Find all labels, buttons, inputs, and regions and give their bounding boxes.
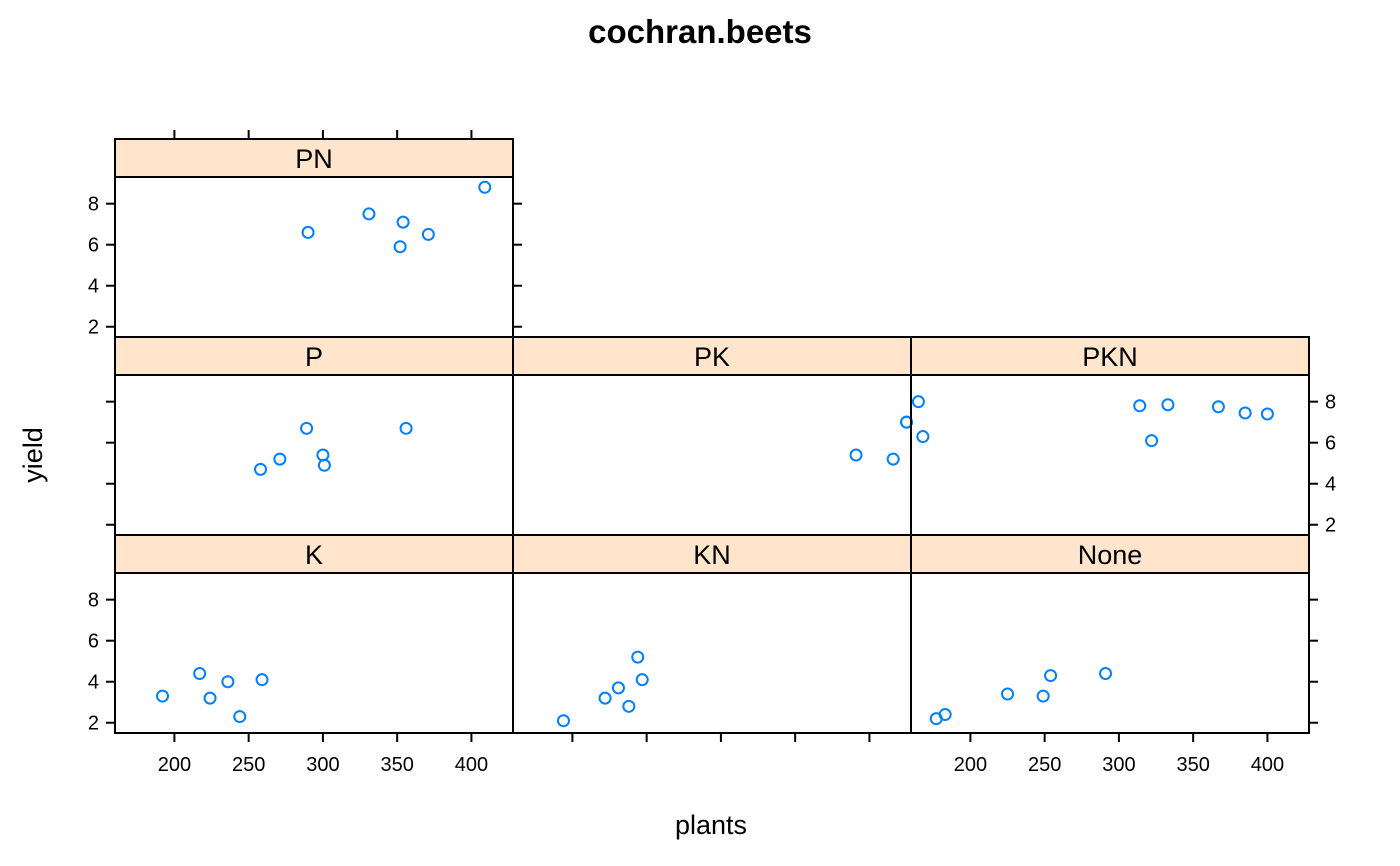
x-tick-label: 300 (1102, 754, 1135, 776)
strip-background (114, 138, 514, 178)
x-tick-label: 350 (380, 754, 413, 776)
strip-label: K (305, 540, 323, 570)
x-tick-label: 250 (1028, 754, 1061, 776)
data-point (399, 421, 413, 435)
y-tick-label: 2 (88, 713, 99, 735)
y-tick-label: 6 (88, 631, 99, 653)
data-point (233, 710, 247, 724)
data-point (156, 689, 170, 703)
data-point (301, 225, 315, 239)
data-point (911, 395, 925, 409)
x-tick-label: 300 (306, 754, 339, 776)
data-point (1161, 398, 1175, 412)
y-tick-label: 8 (88, 194, 99, 216)
chart-title: cochran.beets (588, 13, 812, 50)
data-point (886, 452, 900, 466)
panel-frame (114, 572, 514, 734)
panel-frame (910, 572, 1310, 734)
y-tick-label: 4 (88, 672, 99, 694)
strip-label: P (305, 342, 323, 372)
data-point (273, 452, 287, 466)
data-point (254, 462, 268, 476)
axes-group: 2 4 6 8 2 4 6 8 2 4 6 8 200 250 300 350 400 200 250 300 350 4… (88, 130, 1336, 776)
data-point (421, 227, 435, 241)
data-point (193, 667, 207, 681)
data-point (849, 448, 863, 462)
data-point (635, 673, 649, 687)
data-point (203, 691, 217, 705)
panel-frame (910, 374, 1310, 536)
strip-background (910, 534, 1310, 574)
x-tick-label: 250 (232, 754, 265, 776)
x-tick-label: 400 (455, 754, 488, 776)
data-point (1001, 687, 1015, 701)
data-point (556, 714, 570, 728)
data-point (1145, 434, 1159, 448)
data-point (221, 675, 235, 689)
data-point (300, 421, 314, 435)
data-point (362, 207, 376, 221)
x-axis-label: plants (675, 810, 747, 840)
y-tick-label: 6 (1325, 433, 1336, 455)
strip-background (114, 336, 514, 376)
data-point (255, 673, 269, 687)
data-point (393, 240, 407, 254)
y-tick-label: 4 (1325, 474, 1336, 496)
data-point (1211, 400, 1225, 414)
data-point (396, 215, 410, 229)
data-point (900, 415, 914, 429)
data-point (1133, 399, 1147, 413)
data-point (1036, 689, 1050, 703)
panel-frame (512, 572, 912, 734)
data-point (622, 699, 636, 713)
strip-label: PK (694, 342, 730, 372)
data-point (478, 180, 492, 194)
strip-label: PKN (1082, 342, 1138, 372)
y-tick-label: 2 (1325, 515, 1336, 537)
data-point (611, 681, 625, 695)
data-point (317, 458, 331, 472)
data-point (938, 708, 952, 722)
x-tick-label: 200 (954, 754, 987, 776)
x-tick-label: 200 (158, 754, 191, 776)
strip-label: None (1078, 540, 1143, 570)
y-tick-label: 8 (88, 590, 99, 612)
data-point (1099, 667, 1113, 681)
data-point (916, 430, 930, 444)
strip-background (910, 336, 1310, 376)
data-point (1260, 407, 1274, 421)
y-tick-label: 6 (88, 235, 99, 257)
y-tick-label: 8 (1325, 392, 1336, 414)
y-tick-label: 2 (88, 317, 99, 339)
x-tick-label: 350 (1176, 754, 1209, 776)
y-tick-label: 4 (88, 276, 99, 298)
panel-frame (114, 374, 514, 536)
data-point (1044, 669, 1058, 683)
data-point (1238, 406, 1252, 420)
data-point (316, 448, 330, 462)
strip-label: PN (295, 144, 333, 174)
strip-label: KN (693, 540, 731, 570)
panel-frame (114, 176, 514, 338)
data-point (631, 650, 645, 664)
y-axis-label: yield (18, 427, 48, 483)
panels-group: PN P PK PKN K KN None (114, 138, 1310, 734)
strip-background (512, 534, 912, 574)
data-point (598, 691, 612, 705)
x-tick-label: 400 (1251, 754, 1284, 776)
